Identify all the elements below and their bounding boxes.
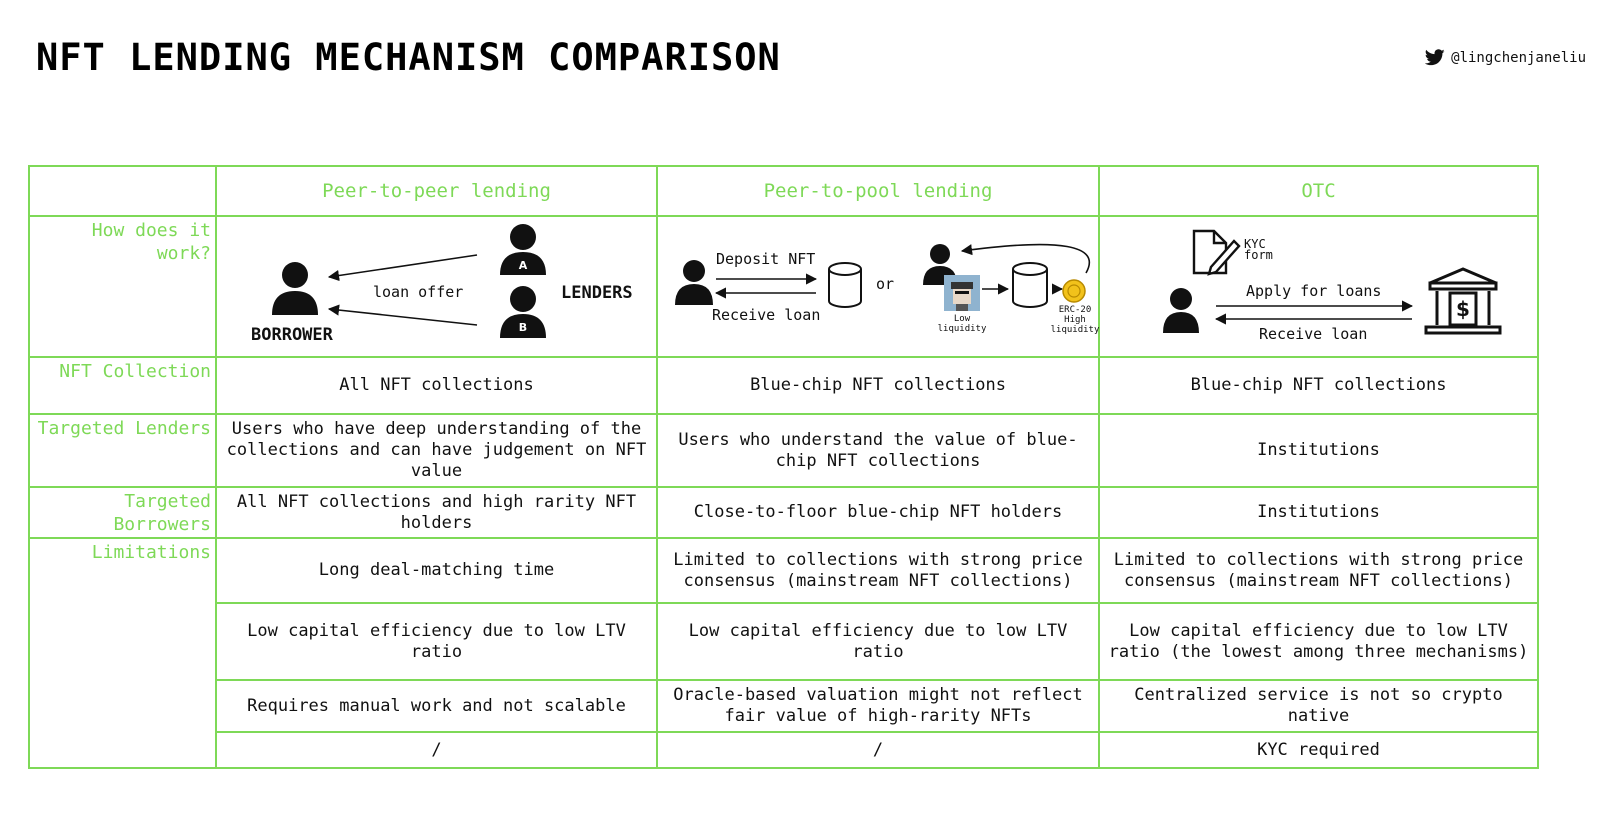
kyc-label-line1: KYC xyxy=(1244,237,1266,251)
erc20-token-icon xyxy=(1062,279,1086,303)
row-limitation-2: Low capital efficiency due to low LTV ra… xyxy=(29,602,1539,681)
cell-collection-otc: Blue-chip NFT collections xyxy=(1098,356,1539,415)
cell-borrowers-p2p: All NFT collections and high rarity NFT … xyxy=(215,486,658,539)
cell-borrowers-otc: Institutions xyxy=(1098,486,1539,539)
cell-limitation-4-p2p: / xyxy=(215,731,658,769)
cell-limitation-3-p2p: Requires manual work and not scalable xyxy=(215,679,658,733)
column-header-pool: Peer-to-pool lending xyxy=(656,165,1100,217)
cell-limitation-2-pool: Low capital efficiency due to low LTV ra… xyxy=(656,602,1100,681)
row-collection: NFT Collection All NFT collections Blue-… xyxy=(28,356,1539,415)
pool-diagram: Deposit NFT Receive loan or xyxy=(656,215,1100,358)
row-how: How does it work? BORROWER A xyxy=(28,215,1539,358)
cell-lenders-pool: Users who understand the value of blue-c… xyxy=(656,413,1100,488)
high-liquidity-label: liquidity xyxy=(1051,325,1100,335)
cell-limitation-3-pool: Oracle-based valuation might not reflect… xyxy=(656,679,1100,733)
corner-cell xyxy=(28,165,217,217)
loan-offer-label: loan offer xyxy=(373,283,463,301)
receive-loan-label: Receive loan xyxy=(712,306,820,324)
cell-limitation-3-otc: Centralized service is not so crypto nat… xyxy=(1098,679,1539,733)
cell-limitation-4-pool: / xyxy=(656,731,1100,769)
row-label-borrowers: Targeted Borrowers xyxy=(28,486,217,539)
pool-cylinder-icon-2 xyxy=(1012,262,1048,308)
borrower-label: BORROWER xyxy=(251,325,334,345)
row-label-lenders: Targeted Lenders xyxy=(28,413,217,488)
return-loan-arrow xyxy=(960,243,1091,274)
low-liquidity-label: liquidity xyxy=(938,324,987,334)
cell-limitation-4-otc: KYC required xyxy=(1098,731,1539,769)
lender-b-label: B xyxy=(519,321,527,334)
header-row: Peer-to-peer lending Peer-to-pool lendin… xyxy=(28,165,1539,217)
row-label-limitations: Limitations xyxy=(28,537,217,769)
twitter-bird-icon xyxy=(1425,49,1445,66)
borrower-icon xyxy=(272,262,318,315)
or-label: or xyxy=(876,275,894,293)
page-title: NFT LENDING MECHANISM COMPARISON xyxy=(36,36,781,79)
pool-cylinder-icon xyxy=(828,262,862,308)
otc-receive-label: Receive loan xyxy=(1259,325,1367,343)
row-limitation-1: Limitations Long deal-matching time Limi… xyxy=(28,537,1539,769)
user-icon xyxy=(675,260,713,305)
erc20-label: ERC-20 xyxy=(1059,305,1092,315)
applicant-icon xyxy=(1163,288,1199,333)
apply-label: Apply for loans xyxy=(1246,282,1381,300)
row-limitation-4: / / KYC required xyxy=(29,731,1539,769)
lender-b-icon: B xyxy=(500,286,546,338)
kyc-form-icon xyxy=(1192,229,1241,276)
cell-limitation-2-otc: Low capital efficiency due to low LTV ra… xyxy=(1098,602,1539,681)
row-label-how: How does it work? xyxy=(28,215,217,358)
author-handle[interactable]: @lingchenjaneliu xyxy=(1425,49,1586,66)
comparison-table: Peer-to-peer lending Peer-to-pool lendin… xyxy=(28,165,1539,769)
cell-limitation-1-otc: Limited to collections with strong price… xyxy=(1098,537,1539,604)
loan-offer-arrow-a xyxy=(327,254,478,282)
row-lenders: Targeted Lenders Users who have deep und… xyxy=(28,413,1539,488)
row-label-collection: NFT Collection xyxy=(28,356,217,415)
row-limitation-3: Requires manual work and not scalable Or… xyxy=(29,679,1539,733)
cell-lenders-otc: Institutions xyxy=(1098,413,1539,488)
cell-collection-p2p: All NFT collections xyxy=(215,356,658,415)
lenders-label: LENDERS xyxy=(561,283,633,303)
lender-a-icon: A xyxy=(500,224,546,275)
cell-limitation-1-p2p: Long deal-matching time xyxy=(215,537,658,604)
row-borrowers: Targeted Borrowers All NFT collections a… xyxy=(28,486,1539,539)
column-header-otc: OTC xyxy=(1098,165,1539,217)
otc-diagram: KYC form Apply for loans Receive loan xyxy=(1098,215,1539,358)
handle-text: @lingchenjaneliu xyxy=(1451,49,1586,66)
low-label: Low xyxy=(954,314,971,324)
p2p-diagram: BORROWER A B loan offer LENDERS xyxy=(215,215,658,358)
dollar-sign: $ xyxy=(1456,297,1470,321)
cell-limitation-2-p2p: Low capital efficiency due to low LTV ra… xyxy=(215,602,658,681)
high-label: High xyxy=(1064,315,1086,325)
deposit-nft-label: Deposit NFT xyxy=(716,250,815,268)
cell-collection-pool: Blue-chip NFT collections xyxy=(656,356,1100,415)
kyc-label-line2: form xyxy=(1244,248,1273,262)
column-header-p2p: Peer-to-peer lending xyxy=(215,165,658,217)
lender-a-label: A xyxy=(519,259,528,272)
loan-offer-arrow-b xyxy=(327,304,478,326)
bank-icon xyxy=(1424,267,1502,335)
cell-borrowers-pool: Close-to-floor blue-chip NFT holders xyxy=(656,486,1100,539)
nft-avatar-icon xyxy=(944,275,980,311)
cell-lenders-p2p: Users who have deep understanding of the… xyxy=(215,413,658,488)
cell-limitation-1-pool: Limited to collections with strong price… xyxy=(656,537,1100,604)
